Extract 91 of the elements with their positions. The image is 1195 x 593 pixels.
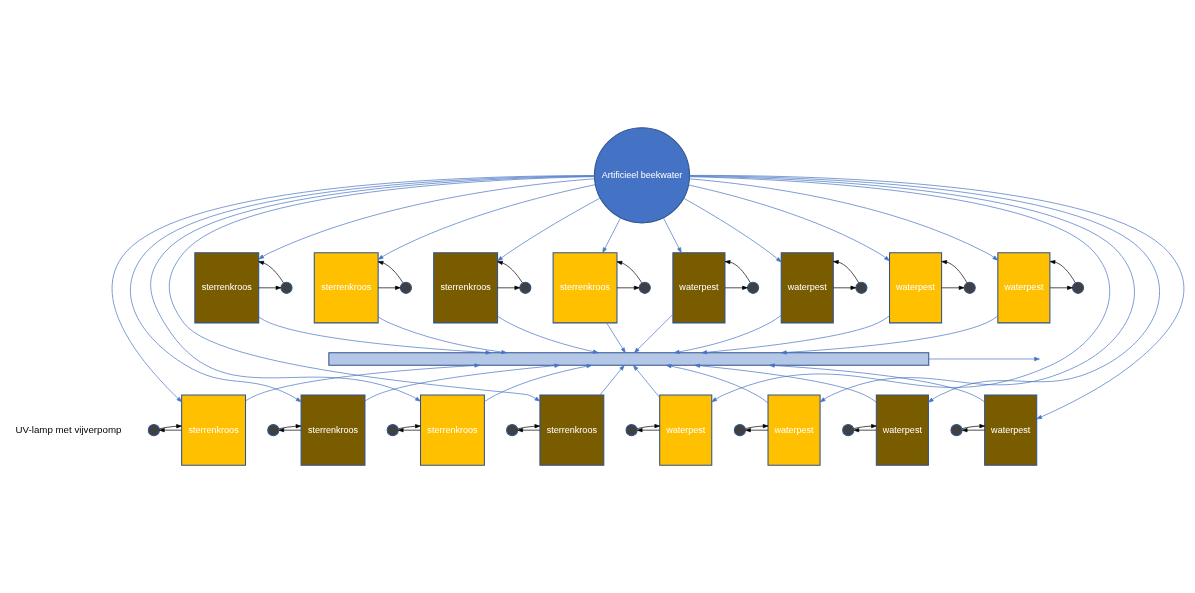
arrow (602, 217, 621, 253)
node-box: waterpest (659, 394, 713, 466)
arrow (397, 428, 421, 433)
arrow (616, 260, 643, 284)
node-circle (950, 424, 963, 437)
node-circle (399, 281, 412, 294)
arrow (258, 178, 595, 260)
arrow (683, 198, 782, 263)
arrow (159, 424, 182, 430)
arrow (634, 314, 674, 354)
arrow (258, 260, 284, 284)
arrow (633, 365, 660, 398)
node-box: waterpest (767, 394, 821, 466)
arrow (497, 285, 521, 290)
arrow (961, 424, 985, 429)
arrow (833, 285, 857, 290)
arrow (1049, 285, 1073, 290)
arrow (159, 428, 182, 433)
node-box: waterpest (875, 394, 929, 466)
label: UV-lamp met vijverpomp (15, 423, 122, 435)
arrow (928, 356, 1040, 362)
arrow (377, 316, 507, 355)
arrow (674, 315, 782, 354)
arrow (245, 363, 480, 402)
arrow (606, 322, 626, 354)
arrow (364, 363, 560, 402)
node-circle (747, 281, 760, 294)
node-circle (519, 281, 532, 294)
node-box: sterrenkroos (433, 252, 499, 324)
arrow (666, 364, 769, 404)
arrow (701, 315, 890, 355)
arrow (517, 428, 541, 433)
node-circle (386, 424, 399, 437)
arrow (497, 260, 523, 284)
node-circle (855, 281, 868, 294)
arrow (377, 285, 401, 290)
node-box: waterpest (997, 252, 1051, 324)
arrow (497, 197, 601, 262)
arrow (941, 260, 968, 284)
node-circle: Artificieel beekwater (593, 127, 691, 224)
arrow (484, 364, 593, 402)
node-box: sterrenkroos (194, 252, 260, 324)
arrow (397, 424, 421, 430)
node-circle (1071, 281, 1085, 294)
node-circle (963, 281, 976, 294)
arrow (636, 424, 661, 429)
arrow (694, 363, 877, 403)
arrow (258, 316, 492, 355)
node-box: sterrenkroos (181, 394, 247, 466)
arrow (724, 260, 751, 284)
arrow (636, 428, 660, 433)
node-box: waterpest (672, 252, 726, 324)
node-box: waterpest (889, 252, 943, 324)
arrow (961, 428, 985, 433)
arrow (599, 365, 625, 396)
node-circle (638, 281, 651, 294)
arrow (833, 260, 859, 284)
arrow (278, 428, 302, 433)
arrow (941, 285, 965, 290)
node-box: sterrenkroos (539, 394, 605, 466)
arrow (689, 178, 999, 261)
arrow (745, 428, 769, 433)
arrow (377, 260, 404, 284)
arrow (769, 363, 985, 403)
arrow (724, 285, 748, 290)
arrow (278, 424, 302, 430)
arrow (853, 428, 877, 433)
node-circle (280, 281, 293, 294)
node-box: waterpest (780, 252, 834, 324)
arrow (616, 285, 640, 290)
node-circle (842, 424, 855, 437)
node-circle (506, 424, 519, 437)
arrow (853, 424, 877, 429)
node-circle (147, 424, 160, 437)
node-box: sterrenkroos (420, 394, 485, 466)
node-box: sterrenkroos (552, 252, 618, 324)
arrow (377, 184, 596, 260)
arrow (497, 315, 599, 354)
node-box: sterrenkroos (313, 252, 379, 324)
arrow (688, 184, 890, 261)
arrow (663, 217, 682, 253)
arrow (517, 424, 541, 430)
arrow (1049, 260, 1076, 284)
node-box: sterrenkroos (300, 394, 366, 466)
arrow (258, 285, 282, 290)
arrow (781, 315, 999, 355)
node-circle (625, 424, 638, 437)
node-circle (267, 424, 280, 437)
arrow (745, 424, 769, 429)
node-circle (733, 424, 746, 437)
node-box: waterpest (984, 394, 1038, 466)
